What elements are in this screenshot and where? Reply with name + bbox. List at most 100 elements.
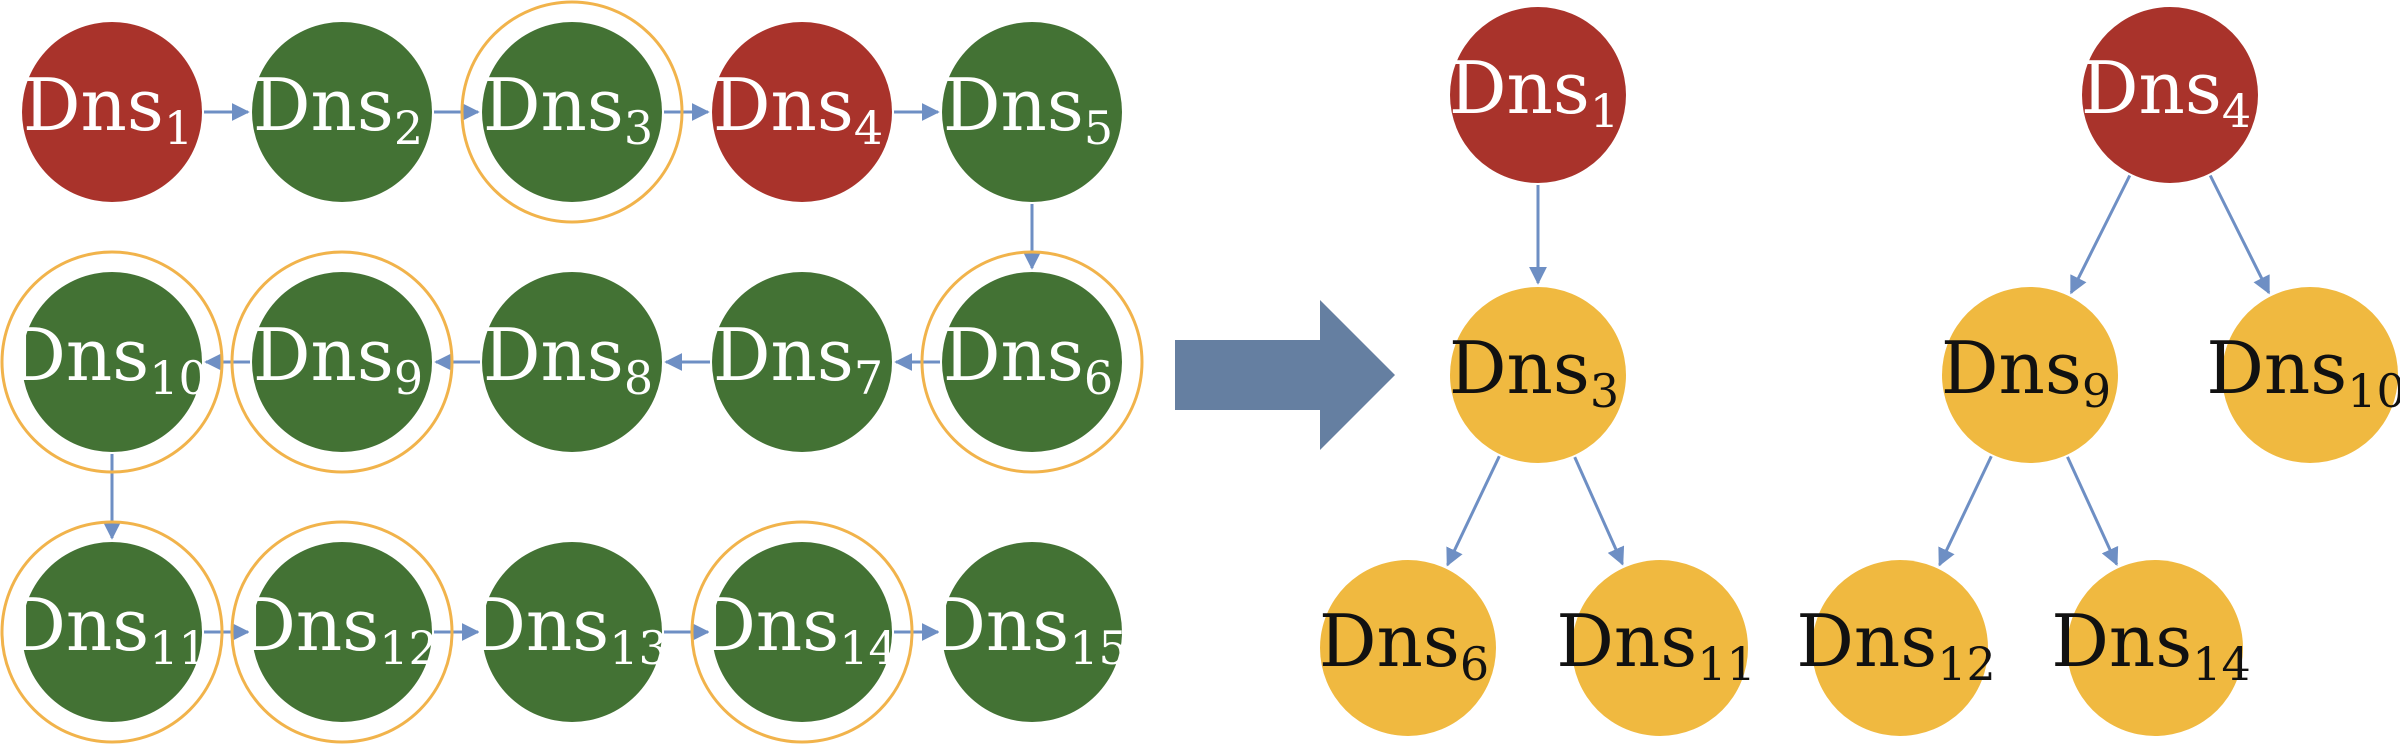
node-label: Dns5	[943, 63, 1113, 155]
highlight-ring	[230, 520, 454, 744]
node-label-subscript: 3	[1590, 364, 1619, 418]
node-label-base: Dns	[1556, 599, 1697, 683]
node-label: Dns3	[1449, 326, 1619, 418]
node-circle	[712, 22, 892, 202]
node-circle	[252, 22, 432, 202]
node-label: Dns6	[943, 313, 1113, 405]
node-label: Dns10	[8, 313, 208, 405]
node-dns-2: Dns2	[252, 22, 432, 202]
node-circle	[942, 542, 1122, 722]
node-circle	[942, 272, 1122, 452]
node-label-base: Dns	[698, 583, 839, 667]
node-label: Dns4	[713, 63, 883, 155]
node-label-subscript: 1	[1590, 84, 1619, 138]
node-label-subscript: 14	[2192, 637, 2251, 691]
node-label: Dns13	[468, 583, 668, 675]
node-label-base: Dns	[1319, 599, 1460, 683]
node-label-subscript: 10	[149, 351, 208, 405]
node-label-base: Dns	[1449, 46, 1590, 130]
transform-arrow-shape	[1175, 300, 1395, 450]
node-circle	[1450, 287, 1626, 463]
node-label-base: Dns	[23, 63, 164, 147]
node-label-subscript: 15	[1069, 621, 1128, 675]
node-label: Dns12	[1796, 599, 1996, 691]
node-circle	[2082, 7, 2258, 183]
node-circle	[252, 542, 432, 722]
node-label: Dns12	[238, 583, 438, 675]
node-circle	[942, 22, 1122, 202]
node-label-subscript: 14	[839, 621, 898, 675]
node-label: Dns14	[698, 583, 898, 675]
node-label-subscript: 9	[394, 351, 423, 405]
edge-arrow	[1573, 456, 1625, 566]
node-circle	[252, 272, 432, 452]
node-label: Dns2	[253, 63, 423, 155]
node-label-base: Dns	[943, 313, 1084, 397]
node-label: Dns14	[2051, 599, 2251, 691]
node-label: Dns3	[483, 63, 653, 155]
node-label-base: Dns	[713, 63, 854, 147]
node-label-base: Dns	[943, 63, 1084, 147]
node-label-base: Dns	[1449, 326, 1590, 410]
node-label-base: Dns	[1941, 326, 2082, 410]
node-circle	[1812, 560, 1988, 736]
node-dns-10: Dns10	[2206, 287, 2400, 463]
node-label-subscript: 9	[2082, 364, 2111, 418]
node-label: Dns7	[713, 313, 883, 405]
node-circle	[22, 542, 202, 722]
node-label-base: Dns	[483, 63, 624, 147]
node-dns-10: Dns10	[8, 272, 208, 452]
node-label-base: Dns	[253, 313, 394, 397]
node-label-subscript: 4	[2222, 84, 2251, 138]
node-label-subscript: 3	[624, 101, 653, 155]
node-dns-5: Dns5	[942, 22, 1122, 202]
node-label-base: Dns	[2051, 599, 2192, 683]
highlight-ring	[230, 250, 454, 474]
node-dns-8: Dns8	[482, 272, 662, 452]
node-dns-1: Dns1	[1449, 7, 1626, 183]
edge-arrow	[1938, 455, 1993, 567]
node-dns-3: Dns3	[482, 22, 662, 202]
node-dns-9: Dns9	[1941, 287, 2118, 463]
node-circle	[2222, 287, 2398, 463]
node-label-base: Dns	[928, 583, 1069, 667]
node-circle	[2067, 560, 2243, 736]
node-label: Dns4	[2081, 46, 2251, 138]
node-dns-4: Dns4	[712, 22, 892, 202]
rings-layer	[0, 0, 1144, 744]
node-label: Dns8	[483, 313, 653, 405]
node-label-base: Dns	[468, 583, 609, 667]
highlight-ring	[0, 520, 224, 744]
node-dns-1: Dns1	[22, 22, 202, 202]
highlight-ring	[920, 250, 1144, 474]
node-circle	[482, 542, 662, 722]
node-label-subscript: 6	[1084, 351, 1113, 405]
node-dns-12: Dns12	[238, 542, 438, 722]
node-circle	[22, 272, 202, 452]
edge-arrow	[2208, 174, 2271, 295]
node-label-base: Dns	[483, 313, 624, 397]
node-label: Dns11	[1556, 599, 1756, 691]
node-label-subscript: 2	[394, 101, 423, 155]
node-circle	[482, 22, 662, 202]
node-circle	[1320, 560, 1496, 736]
node-dns-14: Dns14	[698, 542, 898, 722]
node-dns-3: Dns3	[1449, 287, 1626, 463]
node-label-subscript: 4	[854, 101, 883, 155]
node-circle	[1572, 560, 1748, 736]
node-label: Dns11	[8, 583, 208, 675]
node-dns-11: Dns11	[1556, 560, 1756, 736]
node-label: Dns1	[23, 63, 193, 155]
node-label-subscript: 11	[149, 621, 208, 675]
node-label-base: Dns	[253, 63, 394, 147]
node-label: Dns10	[2206, 326, 2400, 418]
node-label-subscript: 6	[1460, 637, 1489, 691]
node-label-subscript: 8	[624, 351, 653, 405]
node-label-subscript: 13	[609, 621, 668, 675]
node-dns-11: Dns11	[8, 542, 208, 722]
node-label: Dns1	[1449, 46, 1619, 138]
highlight-ring	[690, 520, 914, 744]
node-label: Dns6	[1319, 599, 1489, 691]
node-label-subscript: 7	[854, 351, 883, 405]
